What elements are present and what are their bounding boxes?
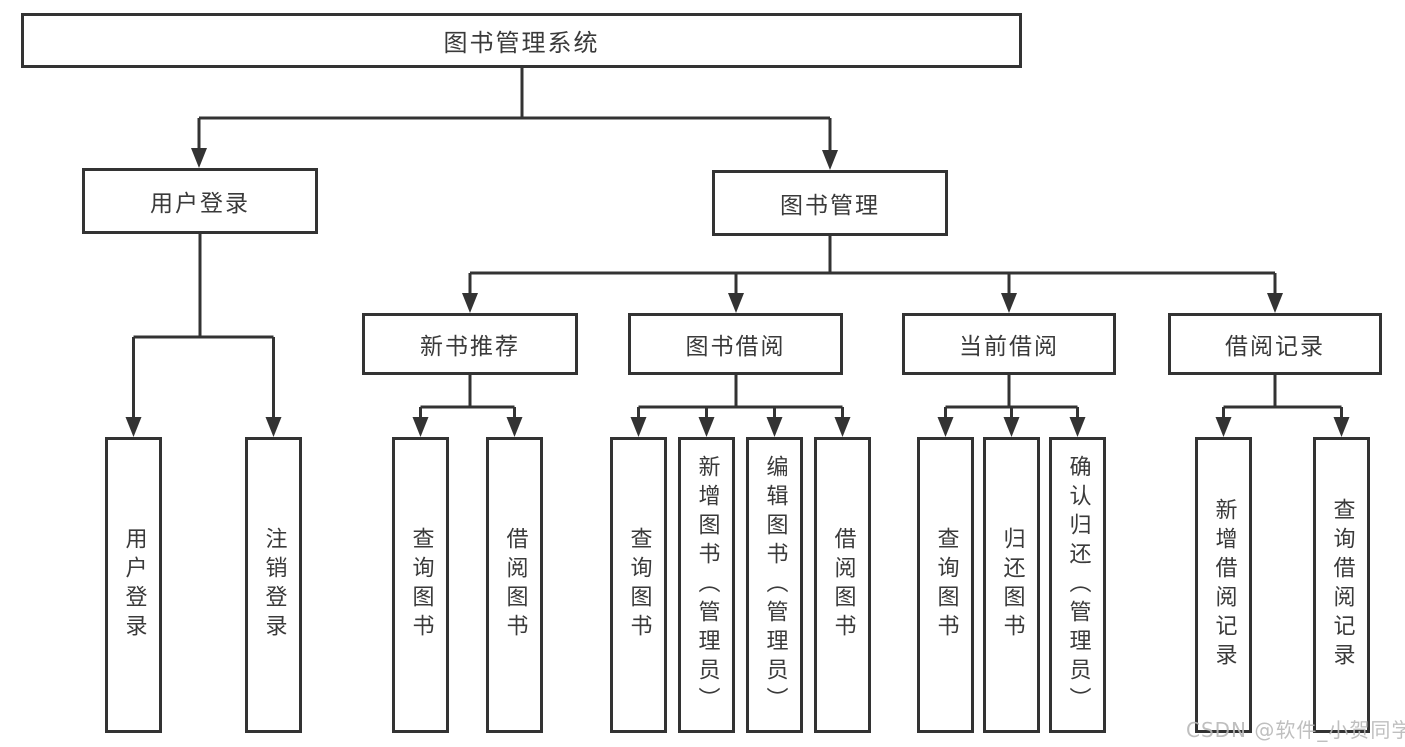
node-borrow-records: 借阅记录: [1168, 313, 1382, 375]
leaf-label: 查询图书: [933, 527, 959, 643]
leaf-edit-books-admin: 编辑图书（管理员）: [746, 437, 803, 733]
node-new-book-recommend: 新书推荐: [362, 313, 578, 375]
leaf-add-borrow-record: 新增借阅记录: [1195, 437, 1252, 733]
connector-borrow-children: [630, 375, 851, 437]
leaf-label: 借阅图书: [502, 527, 528, 643]
leaf-label: 查询图书: [408, 527, 434, 643]
leaf-label: 查询图书: [626, 527, 652, 643]
leaf-label: 编辑图书（管理员）: [762, 454, 788, 716]
connector-current-children: [937, 375, 1086, 437]
leaf-user-login: 用户登录: [105, 437, 162, 733]
node-label: 图书管理: [780, 193, 880, 219]
connector-user-login-children: [125, 234, 282, 437]
connector-root-to-level2: [191, 68, 838, 170]
leaf-label: 查询借阅记录: [1329, 498, 1355, 672]
node-label: 当前借阅: [959, 334, 1059, 360]
leaf-logout: 注销登录: [245, 437, 302, 733]
node-label: 新书推荐: [420, 334, 520, 360]
node-user-login: 用户登录: [82, 168, 318, 234]
leaf-query-books: 查询图书: [392, 437, 449, 733]
csdn-watermark: CSDN @软件_小贺同学: [1186, 718, 1405, 742]
node-label: 图书借阅: [685, 334, 786, 360]
node-library-management-system: 图书管理系统: [21, 13, 1022, 68]
leaf-label: 新增图书（管理员）: [694, 454, 720, 716]
leaf-add-books-admin: 新增图书（管理员）: [678, 437, 735, 733]
node-label: 借阅记录: [1225, 334, 1325, 360]
leaf-label: 确认归还（管理员）: [1065, 454, 1091, 716]
connector-records-children: [1215, 375, 1350, 437]
leaf-label: 归还图书: [999, 527, 1025, 643]
leaf-query-books: 查询图书: [917, 437, 974, 733]
leaf-borrow-books: 借阅图书: [814, 437, 871, 733]
node-book-management: 图书管理: [712, 170, 948, 236]
leaf-confirm-return-admin: 确认归还（管理员）: [1049, 437, 1106, 733]
leaf-label: 新增借阅记录: [1211, 498, 1237, 672]
node-label: 用户登录: [150, 191, 250, 217]
node-label: 图书管理系统: [443, 29, 600, 57]
node-book-borrow: 图书借阅: [628, 313, 843, 375]
connector-book-management-to-level3: [462, 236, 1283, 313]
leaf-borrow-books: 借阅图书: [486, 437, 543, 733]
leaf-return-books: 归还图书: [983, 437, 1040, 733]
leaf-label: 用户登录: [121, 527, 147, 643]
node-current-borrow: 当前借阅: [902, 313, 1116, 375]
leaf-label: 注销登录: [261, 527, 287, 643]
connector-new-book-children: [412, 375, 523, 437]
leaf-label: 借阅图书: [830, 527, 856, 643]
leaf-query-books: 查询图书: [610, 437, 667, 733]
leaf-query-borrow-record: 查询借阅记录: [1313, 437, 1370, 733]
